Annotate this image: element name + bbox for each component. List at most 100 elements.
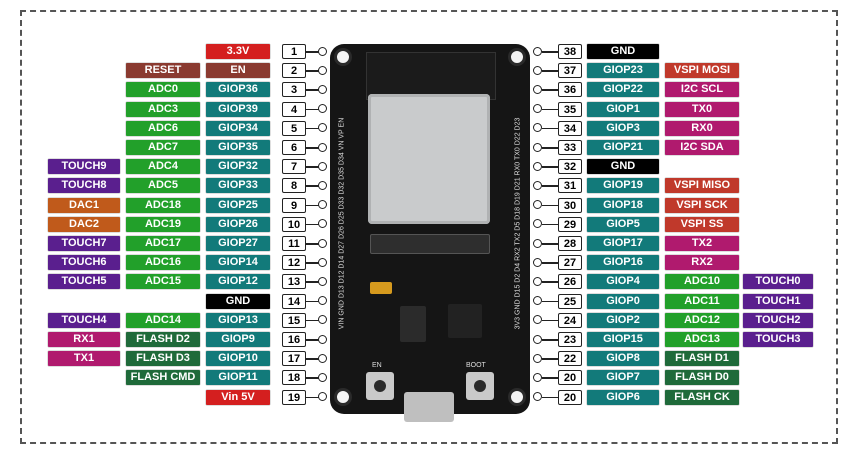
pin-label-left-5-1: GIOP34 [206,120,270,136]
pin-number-left-8: 8 [282,178,306,194]
pin-label-left-13-2: GIOP12 [206,274,270,290]
pin-pad-right-14 [533,315,542,325]
pin-number-left-1: 1 [282,44,306,59]
pin-connector-left-12 [306,262,320,264]
pin-pad-left-19 [318,392,327,402]
pin-label-left-11-2: GIOP27 [206,236,270,251]
pin-label-left-12-1: ADC16 [126,255,200,271]
pin-pad-left-12 [318,257,327,267]
pin-connector-right-5 [542,147,558,149]
pin-connector-right-7 [542,185,558,187]
pin-label-right-17-0: GIOP7 [587,370,659,386]
pin-number-left-9: 9 [282,197,306,213]
pin-pad-right-13 [533,296,542,306]
mounting-hole-top-right [508,48,526,66]
pin-label-left-8-2: GIOP33 [206,178,270,194]
pin-connector-left-4 [306,108,320,111]
mounting-hole-top-left [334,48,352,66]
pin-label-left-3-0: ADC0 [126,82,200,98]
mounting-hole-bottom-right [508,388,526,406]
pin-label-left-17-2: GIOP10 [206,351,270,367]
pin-label-left-19-0: Vin 5V [206,389,270,405]
capacitor [370,282,392,294]
pin-pad-left-7 [318,161,327,171]
pin-connector-left-18 [306,377,320,379]
pin-pad-left-15 [318,315,327,325]
pin-connector-right-14 [542,319,558,322]
pin-connector-right-12 [542,281,558,283]
pin-number-right-4: 34 [558,120,582,136]
pin-label-right-18-0: GIOP6 [587,389,659,405]
pin-label-left-3-1: GIOP36 [206,82,270,98]
pin-pad-right-17 [533,372,542,382]
pin-pad-left-17 [318,353,327,363]
antenna-area [366,52,496,100]
pin-connector-left-19 [306,396,320,399]
pin-label-right-15-0: GIOP15 [587,332,659,347]
micro-usb-port [404,392,454,422]
pin-label-left-17-1: FLASH D3 [126,351,200,367]
pin-connector-right-1 [542,70,558,72]
pin-connector-right-15 [542,339,558,341]
pin-connector-left-7 [306,166,320,168]
pin-label-left-15-2: GIOP13 [206,312,270,328]
pin-label-right-9-0: GIOP5 [587,216,659,232]
pin-pad-left-16 [318,334,327,344]
pin-number-right-10: 28 [558,236,582,251]
diagram-frame [20,10,838,444]
wifi-module-shield [368,94,490,224]
board-left-edge-text: VIN GND D13 D12 D14 D27 D26 D25 D33 D32 … [338,117,346,330]
pin-pad-left-10 [318,219,327,229]
pin-number-right-14: 24 [558,312,582,328]
pin-connector-right-4 [542,127,558,130]
pin-connector-left-14 [306,300,320,303]
pin-number-right-16: 22 [558,351,582,367]
pin-number-left-11: 11 [282,236,306,251]
pin-label-left-1-0: 3.3V [206,44,270,59]
pin-label-left-9-1: ADC18 [126,197,200,213]
usb-uart-chip [448,304,482,338]
pin-number-left-4: 4 [282,101,306,117]
pin-number-right-2: 36 [558,82,582,98]
pin-label-left-6-1: GIOP35 [206,140,270,155]
pin-pad-right-10 [533,238,542,248]
pin-label-right-13-2: TOUCH1 [743,293,813,309]
pin-number-left-16: 16 [282,332,306,347]
pin-label-right-2-1: I2C SCL [665,82,739,98]
pin-connector-right-17 [542,377,558,379]
pin-connector-left-11 [306,243,320,245]
pin-label-right-7-0: GIOP19 [587,178,659,194]
pin-label-right-10-0: GIOP17 [587,236,659,251]
pin-label-right-6-0: GND [587,159,659,175]
pin-label-right-11-0: GIOP16 [587,255,659,271]
pin-number-right-9: 29 [558,216,582,232]
pin-label-left-12-0: TOUCH6 [48,255,120,271]
pin-label-right-12-2: TOUCH0 [743,274,813,290]
pin-pad-left-4 [318,104,327,114]
pin-pad-right-15 [533,334,542,344]
pin-pad-left-11 [318,238,327,248]
pin-pad-left-18 [318,372,327,382]
pin-number-right-12: 26 [558,274,582,290]
pin-label-right-14-1: ADC12 [665,312,739,328]
pin-connector-right-18 [542,396,558,399]
en-button [366,372,394,400]
pin-number-left-17: 17 [282,351,306,367]
pin-label-right-5-1: I2C SDA [665,140,739,155]
pin-pad-right-9 [533,219,542,229]
pin-number-right-0: 38 [558,44,582,59]
pin-number-left-5: 5 [282,120,306,136]
pin-label-right-13-0: GIOP0 [587,293,659,309]
pin-number-right-6: 32 [558,159,582,175]
pin-label-left-15-0: TOUCH4 [48,312,120,328]
pin-label-left-8-1: ADC5 [126,178,200,194]
pin-pad-left-1 [318,46,327,56]
pin-label-left-4-1: GIOP39 [206,101,270,117]
pin-label-right-12-1: ADC10 [665,274,739,290]
pin-label-left-7-0: TOUCH9 [48,159,120,175]
pin-label-left-6-0: ADC7 [126,140,200,155]
pin-connector-right-10 [542,243,558,245]
pin-label-right-7-1: VSPI MISO [665,178,739,194]
pin-number-left-7: 7 [282,159,306,175]
pin-number-left-19: 19 [282,389,306,405]
